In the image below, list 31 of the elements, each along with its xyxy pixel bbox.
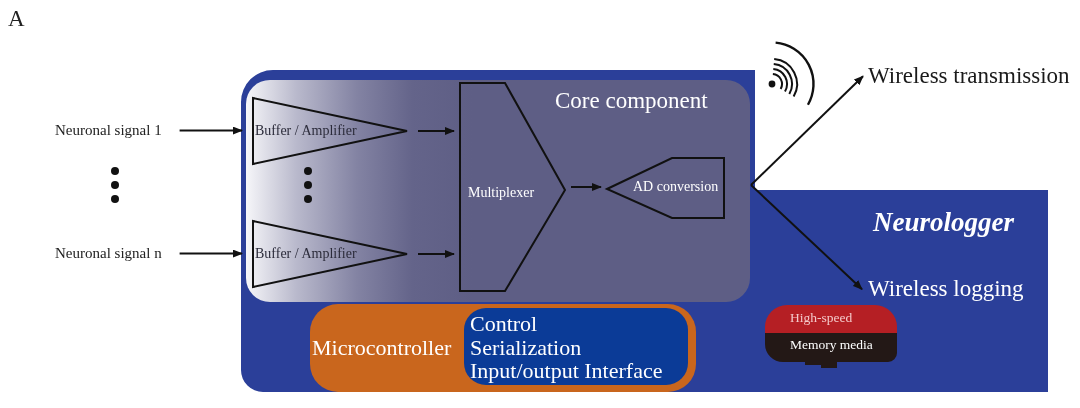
panel-label: Microcontroller <box>312 334 452 360</box>
panel-letter: A <box>8 6 25 33</box>
amplifier-triangle <box>252 97 408 165</box>
list-item: Control <box>470 310 538 336</box>
arrow <box>417 127 455 135</box>
signal-label: Neuronal signal 1 <box>55 122 162 140</box>
arrow <box>750 75 864 186</box>
converter-shape <box>606 157 725 219</box>
output-label: Wireless logging <box>868 276 1024 303</box>
block-label: Buffer / Amplifier <box>255 246 357 263</box>
arrow <box>417 250 455 258</box>
output-label: Wireless transmission <box>868 63 1070 90</box>
memory-card <box>765 305 897 368</box>
block-label: Multiplexer <box>468 185 535 202</box>
card-label: Memory media <box>790 337 873 353</box>
arrow <box>570 183 602 191</box>
block-label: Buffer / Amplifier <box>255 123 357 140</box>
block-label: AD conversion <box>633 179 719 196</box>
core-component-panel <box>246 80 750 302</box>
arrow <box>750 184 863 291</box>
signal-label: Neuronal signal n <box>55 245 162 263</box>
list-item: Input/output Interface <box>470 357 663 383</box>
panel-title: Core component <box>555 88 708 115</box>
function-list-panel <box>464 308 688 385</box>
microcontroller-panel <box>310 304 696 392</box>
arrow <box>178 249 243 258</box>
list-item: Serialization <box>470 334 582 360</box>
amplifier-triangle <box>252 220 408 288</box>
card-label: High-speed <box>790 310 853 326</box>
arrow <box>178 126 243 135</box>
device-title: Neurologger <box>873 206 1014 238</box>
